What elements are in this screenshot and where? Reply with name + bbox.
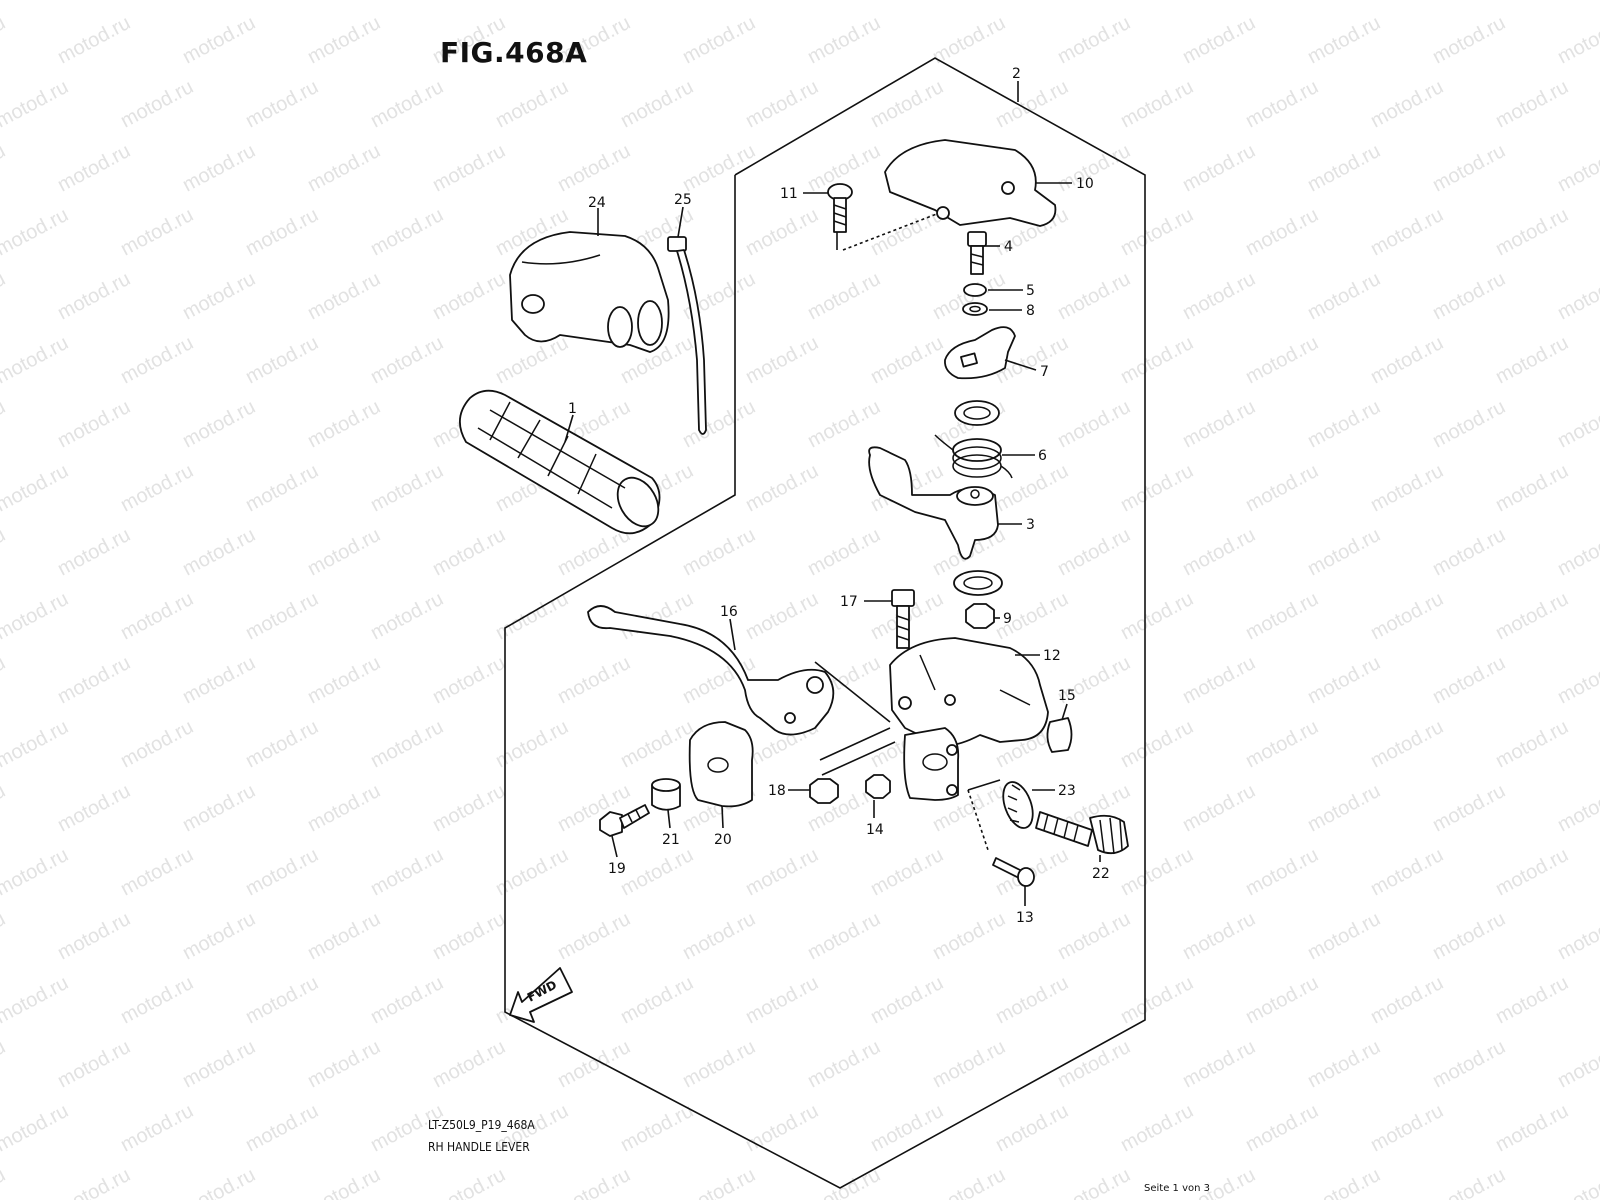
callout-2: 2	[1012, 66, 1021, 82]
axis-line	[821, 741, 896, 776]
axis-line	[967, 789, 989, 851]
part-brake-lever	[587, 605, 835, 736]
part-washer	[962, 302, 988, 316]
assembly-name: RH HANDLE LEVER	[428, 1140, 530, 1154]
callout-5: 5	[1026, 283, 1035, 299]
callout-23: 23	[1058, 783, 1076, 799]
callout-21: 21	[662, 832, 680, 848]
callout-20: 20	[714, 832, 732, 848]
callout-12: 12	[1043, 648, 1061, 664]
part-switch-housing	[509, 231, 670, 353]
part-seal	[963, 576, 993, 590]
part-seal	[954, 400, 1000, 426]
assembly-boundary	[504, 57, 1146, 1189]
callout-14: 14	[866, 822, 884, 838]
part-clamp	[903, 727, 960, 801]
part-nut	[965, 603, 995, 629]
part-throttle-lever	[868, 446, 999, 560]
callout-4: 4	[1004, 239, 1013, 255]
model-code: LT-Z50L9_P19_468A	[428, 1118, 535, 1132]
part-seal	[963, 406, 991, 420]
axis-line	[819, 727, 891, 761]
part-screw	[992, 857, 1035, 887]
part-spring	[934, 434, 1013, 479]
callout-3: 3	[1026, 517, 1035, 533]
part-nut	[865, 774, 891, 799]
callout-13: 13	[1016, 910, 1034, 926]
part-grip	[459, 389, 661, 535]
part-upper-cover	[884, 139, 1057, 227]
part-adjuster-bolt	[1035, 811, 1129, 855]
callout-6: 6	[1038, 448, 1047, 464]
fwd-arrow-icon: FWD	[509, 967, 573, 1023]
part-lever-bracket	[889, 637, 1049, 747]
axis-line	[967, 779, 1001, 791]
part-clip	[1046, 717, 1073, 753]
callout-1: 1	[568, 401, 577, 417]
figure-title: FIG.468A	[440, 36, 588, 69]
callout-25: 25	[674, 192, 692, 208]
callout-9: 9	[1003, 611, 1012, 627]
callout-19: 19	[608, 861, 626, 877]
page-indicator: Seite 1 von 3	[1144, 1183, 1210, 1194]
part-bolt	[599, 804, 650, 837]
callout-18: 18	[768, 783, 786, 799]
part-washer	[963, 283, 987, 297]
callout-16: 16	[720, 604, 738, 620]
callout-15: 15	[1058, 688, 1076, 704]
leader-lines	[564, 81, 1101, 906]
callout-11: 11	[780, 186, 798, 202]
callout-22: 22	[1092, 866, 1110, 882]
callout-8: 8	[1026, 303, 1035, 319]
part-bolt	[891, 589, 915, 649]
callout-17: 17	[840, 594, 858, 610]
part-bolt	[967, 231, 987, 275]
part-seal	[953, 570, 1003, 596]
part-collar	[651, 778, 681, 811]
axis-line	[814, 661, 891, 723]
callout-24: 24	[588, 195, 606, 211]
part-holder	[688, 721, 754, 808]
part-plate	[944, 326, 1016, 380]
callout-10: 10	[1076, 176, 1094, 192]
part-screw	[827, 183, 853, 233]
part-adjuster-knob	[1002, 781, 1034, 829]
callout-labels: 1 2 3 4 5 6 7 8 9 10 11 12 13 14 15 16 1…	[568, 66, 1110, 926]
part-washer	[969, 305, 981, 313]
part-cable-tie	[667, 236, 707, 435]
part-nut	[809, 778, 839, 804]
callout-7: 7	[1040, 364, 1049, 380]
